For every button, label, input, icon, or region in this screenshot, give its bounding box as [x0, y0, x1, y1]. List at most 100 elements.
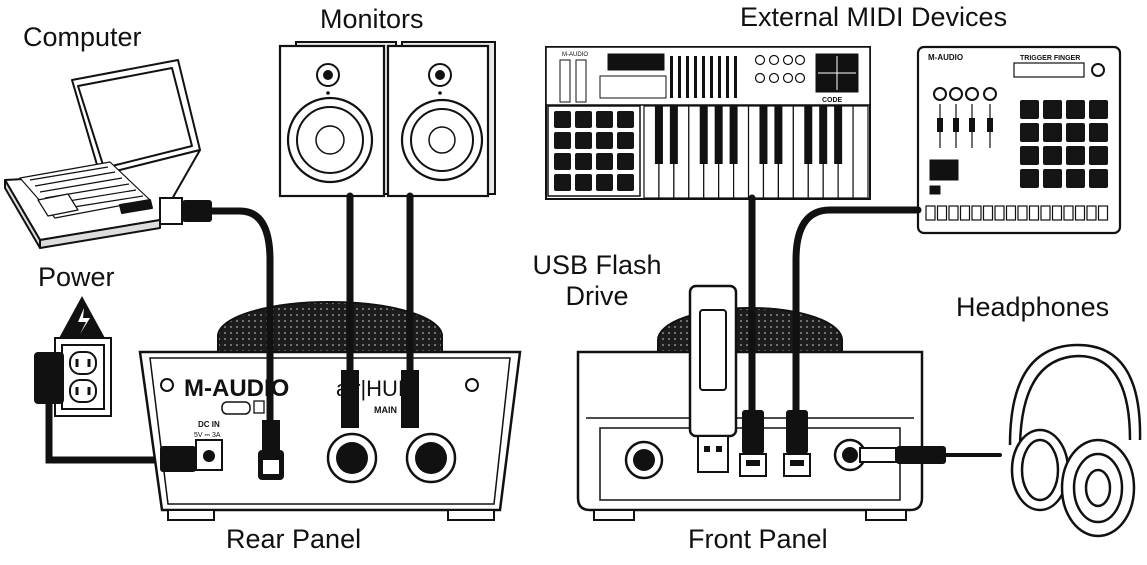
headphones-icon	[1008, 343, 1142, 538]
pad-controller-fader-cap	[987, 118, 993, 132]
rear-panel-brand: M-AUDIO	[184, 375, 289, 402]
pad-controller-step-button	[1086, 205, 1097, 221]
keyboard-black-key	[774, 106, 783, 164]
keyboard-white-key	[852, 105, 869, 199]
pad-controller-step-button	[982, 205, 994, 221]
pad-controller-fader-cap	[937, 118, 943, 132]
usb-flash-label-line1: USB Flash	[532, 250, 662, 280]
keyboard-knob	[794, 54, 806, 66]
pad-controller-pad	[1066, 123, 1085, 142]
usb-flash-drive-label: USB Flash Drive	[530, 250, 664, 312]
rear-cables	[159, 192, 419, 480]
pad-controller-step-button	[994, 205, 1005, 221]
pad-controller-brand: M-AUDIO	[928, 53, 963, 62]
dc-rating-label: 5V ⎓ 3A	[194, 432, 221, 439]
keyboard-knob	[782, 54, 794, 66]
rear-panel-label: Rear Panel	[226, 524, 362, 554]
monitors-label: Monitors	[320, 4, 424, 34]
front-panel-label: Front Panel	[688, 524, 828, 554]
pad-controller-pad	[1043, 100, 1062, 119]
pad-controller-knob	[949, 87, 963, 101]
pad-controller-pad	[1043, 123, 1062, 142]
pad-controller-pad	[1066, 169, 1085, 188]
keyboard-code-label: CODE	[822, 97, 843, 104]
power-adapter	[34, 352, 180, 464]
keyboard-fader	[670, 56, 673, 98]
pad-controller-knob	[983, 87, 997, 101]
external-midi-devices-label: External MIDI Devices	[740, 2, 1008, 32]
usb-flash-drive	[688, 284, 738, 473]
pad-controller-pad	[1020, 169, 1039, 188]
wall-outlet	[54, 337, 112, 417]
studio-monitor-left	[278, 41, 397, 198]
headphones-label: Headphones	[956, 292, 1110, 322]
keyboard-black-key	[699, 106, 708, 164]
keyboard-knob	[754, 72, 766, 84]
pad-controller-step-button	[1074, 205, 1086, 221]
pad-controller-pad	[1089, 123, 1108, 142]
pad-controller-step-button	[1028, 205, 1040, 221]
pad-controller-pad	[1020, 123, 1039, 142]
keyboard-pad	[575, 111, 592, 128]
keyboard-fader	[694, 56, 697, 98]
keyboard-fader	[686, 56, 689, 98]
pad-controller-trigger-finger: M-AUDIO TRIGGER FINGER	[916, 45, 1122, 235]
keyboard-pad	[596, 174, 613, 191]
pad-controller-pad	[1066, 100, 1085, 119]
pad-controller-knob	[965, 87, 979, 101]
pad-controller-step-button	[1063, 205, 1074, 221]
keyboard-brand: M-AUDIO	[562, 52, 588, 58]
keyboard-pad	[575, 153, 592, 170]
pad-controller-step-button	[1097, 205, 1109, 221]
power-label: Power	[38, 262, 115, 292]
keyboard-black-key	[714, 106, 723, 164]
keyboard-black-key	[669, 106, 678, 164]
pad-controller-step-button	[925, 205, 936, 221]
keyboard-black-key	[654, 106, 663, 164]
keyboard-pad	[617, 174, 634, 191]
keyboard-knob	[768, 54, 780, 66]
main-output-label: MAIN	[374, 405, 397, 415]
dc-in-label: DC IN	[198, 420, 220, 429]
keyboard-knob	[794, 72, 806, 84]
keyboard-fader	[702, 56, 705, 98]
keyboard-pad	[596, 132, 613, 149]
pad-controller-step-button	[936, 205, 948, 221]
pad-controller-step-button	[1017, 205, 1028, 221]
keyboard-pad	[596, 111, 613, 128]
keyboard-black-key	[834, 106, 843, 164]
keyboard-fader	[710, 56, 713, 98]
pad-controller-pad	[1089, 146, 1108, 165]
keyboard-knob	[782, 72, 794, 84]
midi-keyboard-controller: M-AUDIO CODE	[545, 46, 871, 200]
keyboard-pad	[617, 111, 634, 128]
pad-controller-pad	[1066, 146, 1085, 165]
rear-panel-device: M-AUDIO air|HUB DC IN 5V ⎓ 3A MAIN	[138, 301, 522, 521]
keyboard-fader	[678, 56, 681, 98]
studio-monitor-right	[386, 41, 496, 198]
keyboard-pad	[617, 132, 634, 149]
keyboard-pad	[554, 153, 571, 170]
pad-controller-pad	[1089, 169, 1108, 188]
pad-controller-pad	[1089, 100, 1108, 119]
pad-controller-fader-cap	[969, 118, 975, 132]
pad-controller-step-button	[1051, 205, 1063, 221]
keyboard-fader	[734, 56, 737, 98]
pad-controller-pad	[1043, 146, 1062, 165]
computer-label: Computer	[23, 22, 142, 52]
usb-flash-label-line2: Drive	[565, 281, 629, 312]
laptop-icon	[4, 59, 201, 249]
keyboard-pad	[617, 153, 634, 170]
keyboard-black-key	[729, 106, 738, 164]
keyboard-black-key	[804, 106, 813, 164]
keyboard-black-key	[819, 106, 828, 164]
keyboard-knob	[754, 54, 766, 66]
keyboard-black-key	[759, 106, 768, 164]
keyboard-fader	[726, 56, 729, 98]
pad-controller-pad	[1020, 100, 1039, 119]
keyboard-pad	[596, 153, 613, 170]
keyboard-knob	[768, 72, 780, 84]
pad-controller-knob	[933, 87, 947, 101]
power-warning-icon	[58, 296, 106, 340]
